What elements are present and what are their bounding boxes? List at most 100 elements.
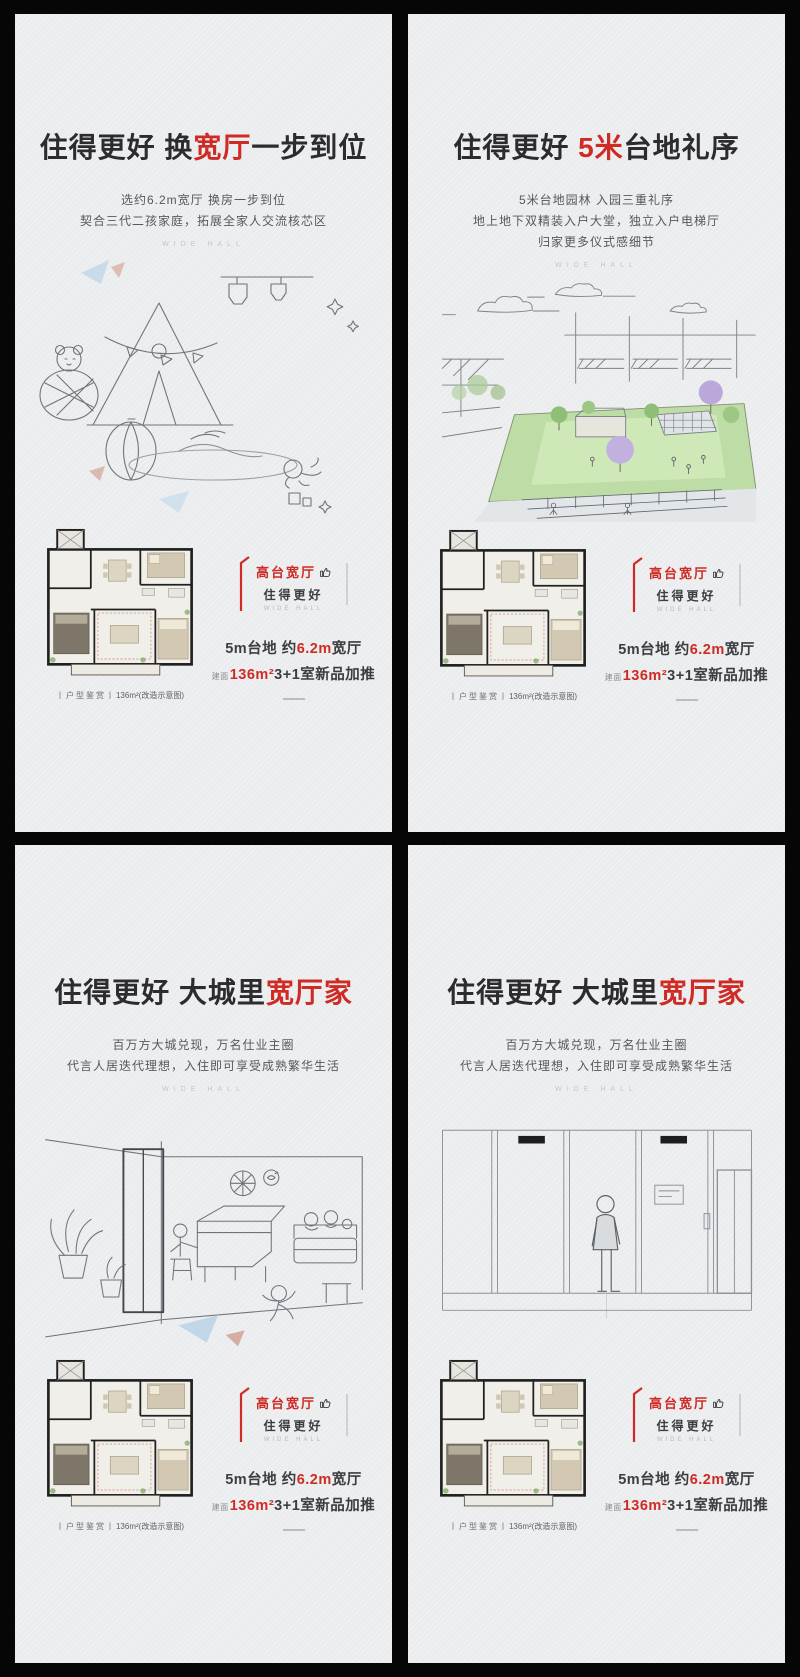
red-bracket-icon [631, 1386, 643, 1444]
floor-plan-block: 丨户型鉴赏丨136m²(改造示意图) [424, 1354, 602, 1532]
poster-footer: 丨户型鉴赏丨136m²(改造示意图) 高台宽厅 住得更好 WIDE HALL 5… [15, 1352, 392, 1532]
plan-caption-label: 丨户型鉴赏丨 [448, 692, 509, 701]
poster-city-wide-hall-living: 住得更好 大城里宽厅家 百万方大城兑现，万名仕业主圈 代言人居迭代理想，入住即可… [15, 845, 392, 1663]
spec1-value: 6.2m [689, 1472, 725, 1488]
terrace-garden-illustration [408, 274, 785, 522]
poster-header: 住得更好 换宽厅一步到位 选约6.2m宽厅 换房一步到位 契合三代二孩家庭，拓展… [15, 14, 392, 248]
plan-caption-value: 136m²(改造示意图) [115, 691, 184, 700]
gray-bracket-icon [345, 1392, 349, 1438]
brand-title: 高台宽厅 [649, 1393, 724, 1412]
spec1-pre: 5m台地 约 [618, 1472, 690, 1488]
brand-english: WIDE HALL [656, 607, 717, 613]
spec2-post: 3+1室新品加推 [274, 667, 376, 683]
thumbs-up-icon [319, 1397, 331, 1409]
headline-red: 5米 [578, 132, 624, 163]
watermark-text: WIDE HALL [555, 1086, 638, 1093]
spec2-post: 3+1室新品加推 [274, 1498, 376, 1514]
floor-plan-block: 丨户型鉴赏丨136m²(改造示意图) [31, 1354, 209, 1532]
spec1-pre: 5m台地 约 [618, 642, 690, 658]
subtitle-line: 5米台地园林 入园三重礼序 [518, 193, 674, 207]
thumbs-up-icon [319, 566, 331, 578]
spec2-value: 136m² [622, 1498, 668, 1514]
red-bracket-icon [238, 555, 250, 613]
poster-headline: 住得更好 大城里宽厅家 [15, 971, 392, 1011]
spec-line-area: 建面136m²3+1室新品加推 [209, 1494, 378, 1515]
floor-plan-icon [36, 523, 204, 681]
plan-caption-value: 136m²(改造示意图) [508, 1522, 577, 1531]
spec2-prefix: 建面 [604, 1503, 622, 1512]
poster-footer: 丨户型鉴赏丨136m²(改造示意图) 高台宽厅 住得更好 WIDE HALL 5… [15, 521, 392, 701]
poster-terrace-ritual: 住得更好 5米台地礼序 5米台地园林 入园三重礼序 地上地下双精装入户大堂，独立… [408, 14, 785, 832]
plan-caption-label: 丨户型鉴赏丨 [55, 1522, 116, 1531]
divider [282, 1529, 305, 1531]
brand-badge: 高台宽厅 住得更好 WIDE HALL [238, 1386, 349, 1448]
spec-line-area: 建面136m²3+1室新品加推 [602, 1494, 771, 1515]
headline-red: 宽厅家 [265, 977, 353, 1008]
brand-badge: 高台宽厅 住得更好 WIDE HALL [631, 1386, 742, 1448]
poster-footer: 丨户型鉴赏丨136m²(改造示意图) 高台宽厅 住得更好 WIDE HALL 5… [408, 522, 785, 702]
spec2-post: 3+1室新品加推 [667, 668, 769, 684]
poster-upgrade-wide-hall: 住得更好 换宽厅一步到位 选约6.2m宽厅 换房一步到位 契合三代二孩家庭，拓展… [15, 14, 392, 832]
watermark-text: WIDE HALL [162, 241, 245, 248]
brand-english: WIDE HALL [656, 1437, 717, 1443]
headline-red: 宽厅家 [658, 977, 746, 1008]
poster-header: 住得更好 大城里宽厅家 百万方大城兑现，万名仕业主圈 代言人居迭代理想，入住即可… [408, 845, 785, 1093]
spec1-value: 6.2m [296, 641, 332, 657]
spec-line-terrace: 5m台地 约6.2m宽厅 [209, 637, 378, 658]
spec1-post: 宽厅 [331, 1472, 362, 1488]
promo-block: 高台宽厅 住得更好 WIDE HALL 5m台地 约6.2m宽厅 建面136m²… [209, 523, 378, 701]
subtitle-line: 代言人居迭代理想，入住即可享受成熟繁华生活 [66, 1059, 340, 1073]
floor-plan-icon [429, 1354, 597, 1512]
poster-headline: 住得更好 大城里宽厅家 [408, 971, 785, 1011]
floor-plan-caption: 丨户型鉴赏丨136m²(改造示意图) [31, 690, 209, 701]
brand-english: WIDE HALL [263, 1437, 324, 1443]
floor-plan-caption: 丨户型鉴赏丨136m²(改造示意图) [31, 1521, 209, 1532]
spec-line-terrace: 5m台地 约6.2m宽厅 [602, 1468, 771, 1489]
plan-caption-label: 丨户型鉴赏丨 [55, 691, 116, 700]
spec1-post: 宽厅 [331, 641, 362, 657]
floor-plan-icon [429, 524, 597, 682]
floor-plan-icon [36, 1354, 204, 1512]
spec1-value: 6.2m [689, 642, 725, 658]
spec1-pre: 5m台地 约 [225, 1472, 297, 1488]
brand-subtitle: 住得更好 [656, 589, 717, 603]
promo-block: 高台宽厅 住得更好 WIDE HALL 5m台地 约6.2m宽厅 建面136m²… [209, 1354, 378, 1532]
spec1-post: 宽厅 [724, 642, 755, 658]
spec-line-terrace: 5m台地 约6.2m宽厅 [602, 638, 771, 659]
plan-caption-value: 136m²(改造示意图) [115, 1522, 184, 1531]
headline-pre: 住得更好 [453, 132, 579, 163]
spec1-pre: 5m台地 约 [225, 641, 297, 657]
divider [675, 1529, 698, 1531]
divider [282, 698, 305, 700]
subtitle-line: 契合三代二孩家庭，拓展全家人交流核芯区 [79, 214, 327, 228]
brand-subtitle: 住得更好 [263, 588, 324, 602]
spec2-value: 136m² [229, 667, 275, 683]
brand-english: WIDE HALL [263, 606, 324, 612]
brand-title-text: 高台宽厅 [648, 1396, 709, 1411]
gray-bracket-icon [345, 561, 349, 607]
elevator-lobby-sketch-icon [408, 1098, 785, 1352]
brand-title-text: 高台宽厅 [255, 1396, 316, 1411]
family-livingroom-illustration [15, 1098, 392, 1352]
spec2-prefix: 建面 [604, 673, 622, 682]
plan-caption-label: 丨户型鉴赏丨 [448, 1522, 509, 1531]
promo-block: 高台宽厅 住得更好 WIDE HALL 5m台地 约6.2m宽厅 建面136m²… [602, 1354, 771, 1532]
subtitle-line: 百万方大城兑现，万名仕业主圈 [112, 1038, 295, 1052]
poster-subtitle: 百万方大城兑现，万名仕业主圈 代言人居迭代理想，入住即可享受成熟繁华生活 [408, 1035, 785, 1077]
floor-plan-block: 丨户型鉴赏丨136m²(改造示意图) [424, 524, 602, 702]
kids-room-illustration [15, 253, 392, 521]
subtitle-line: 代言人居迭代理想，入住即可享受成熟繁华生活 [459, 1059, 733, 1073]
red-bracket-icon [238, 1386, 250, 1444]
headline-pre: 住得更好 大城里 [54, 977, 266, 1008]
brand-badge: 高台宽厅 住得更好 WIDE HALL [631, 556, 742, 618]
poster-headline: 住得更好 换宽厅一步到位 [15, 126, 392, 166]
thumbs-up-icon [712, 567, 724, 579]
poster-subtitle: 百万方大城兑现，万名仕业主圈 代言人居迭代理想，入住即可享受成熟繁华生活 [15, 1035, 392, 1077]
terrace-garden-sketch-icon [408, 274, 785, 522]
divider [675, 699, 698, 701]
poster-header: 住得更好 5米台地礼序 5米台地园林 入园三重礼序 地上地下双精装入户大堂，独立… [408, 14, 785, 269]
gray-bracket-icon [738, 562, 742, 608]
brand-subtitle: 住得更好 [656, 1419, 717, 1433]
poster-subtitle: 选约6.2m宽厅 换房一步到位 契合三代二孩家庭，拓展全家人交流核芯区 [15, 190, 392, 232]
brand-title: 高台宽厅 [256, 562, 331, 581]
